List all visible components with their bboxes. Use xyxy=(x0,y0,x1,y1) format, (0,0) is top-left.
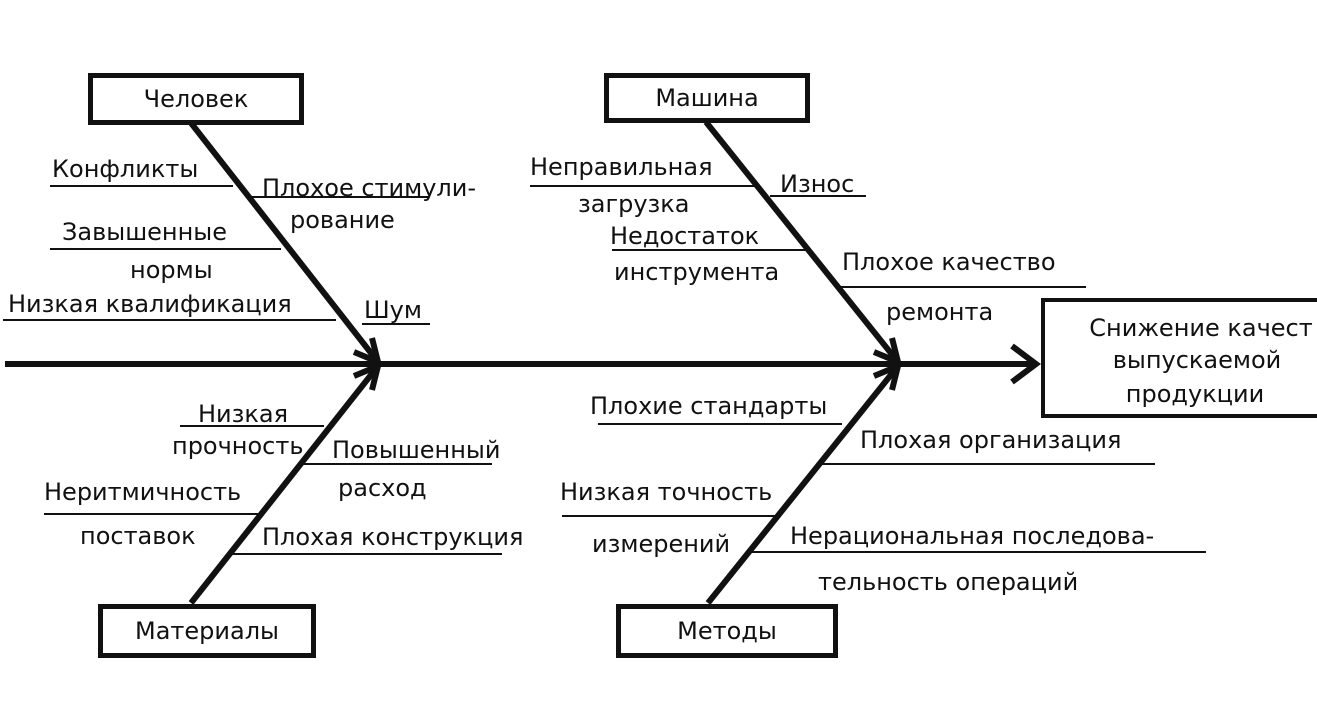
effect-line-2: выпускаемой xyxy=(1112,346,1282,374)
cause-bad-organization: Плохая организация xyxy=(860,426,1122,454)
spine-arrowhead xyxy=(1010,343,1041,385)
cause-tool-lack-line2: инструмента xyxy=(614,258,780,286)
effect-line-3: продукции xyxy=(1125,380,1265,408)
category-label-materials: Материалы xyxy=(135,617,279,645)
cause-irregular-supply-line1: Неритмичность xyxy=(44,478,242,506)
cause-noise: Шум xyxy=(364,296,422,324)
category-label-methods: Методы xyxy=(677,617,777,645)
category-box-machine: Машина xyxy=(604,73,810,123)
cause-high-consumption-line1: Повышенный xyxy=(332,436,501,464)
category-box-methods: Методы xyxy=(616,604,838,658)
cause-high-norms-line1: Завышенные xyxy=(62,218,228,246)
category-label-man: Человек xyxy=(143,85,249,113)
cause-bad-repair-line2: ремонта xyxy=(886,298,994,326)
cause-bad-stimulation-line2: рование xyxy=(290,206,395,234)
cause-bad-repair-line1: Плохое качество xyxy=(842,248,1056,276)
cause-low-qualification: Низкая квалификация xyxy=(8,290,292,318)
cause-conflicts: Конфликты xyxy=(52,155,199,183)
bone-methods xyxy=(705,364,901,605)
cause-irrational-sequence-line2: тельность операций xyxy=(818,568,1079,596)
cause-wrong-load-line2: загрузка xyxy=(578,190,690,218)
cause-low-strength-line2: прочность xyxy=(172,432,304,460)
bone-methods-arrowhead xyxy=(872,360,903,391)
cause-tool-lack-line1: Недостаток xyxy=(610,222,760,250)
category-label-machine: Машина xyxy=(655,84,759,112)
cause-low-strength-line1: Низкая xyxy=(198,400,289,428)
cause-high-consumption-line2: расход xyxy=(338,474,427,502)
category-box-materials: Материалы xyxy=(98,604,316,658)
cause-irregular-supply-line2: поставок xyxy=(80,522,196,550)
cause-bad-stimulation-line1: Плохое стимули- xyxy=(262,174,477,202)
cause-low-accuracy-line2: измерений xyxy=(592,530,731,558)
bone-machine xyxy=(703,120,901,364)
bone-materials xyxy=(188,364,381,605)
bone-machine-arrowhead xyxy=(872,337,903,368)
bone-materials-arrowhead xyxy=(352,360,383,391)
effect-box: Снижение качест выпускаемой продукции xyxy=(1041,298,1317,418)
cause-wear: Износ xyxy=(780,170,855,198)
effect-line-1: Снижение качест xyxy=(1089,314,1313,342)
cause-bad-standards: Плохие стандарты xyxy=(590,392,828,420)
cause-low-accuracy-line1: Низкая точность xyxy=(560,478,773,506)
category-box-man: Человек xyxy=(88,73,304,125)
cause-irrational-sequence-line1: Нерациональная последова- xyxy=(790,522,1155,550)
cause-high-norms-line2: нормы xyxy=(130,256,213,284)
cause-bad-design: Плохая конструкция xyxy=(262,523,524,551)
cause-wrong-load-line1: Неправильная xyxy=(530,153,713,181)
bone-man-arrowhead xyxy=(352,337,383,368)
bone-man xyxy=(188,121,381,364)
